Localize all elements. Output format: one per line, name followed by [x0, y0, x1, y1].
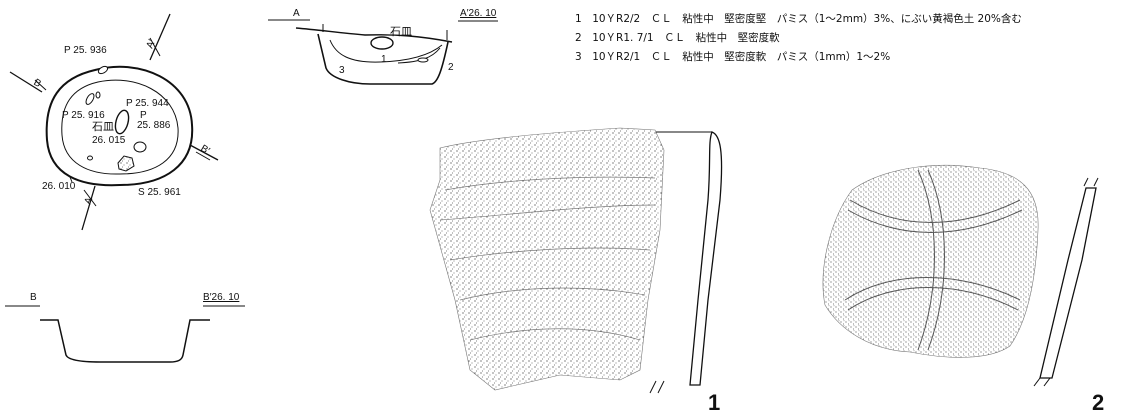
legend-row-2: 2 10ＹR1. 7/1 ＣＬ 粘性中 堅密度軟: [575, 29, 1022, 48]
section-line-aa-bottom: [81, 185, 96, 231]
legend-num-2: 2: [575, 32, 582, 44]
label-s: S 25. 961: [138, 187, 181, 198]
legend-num-3: 3: [575, 51, 582, 63]
mark-a-prime: A′: [145, 38, 158, 50]
legend-row-1: 1 10ＹR2/2 ＣＬ 粘性中 堅密度堅 パミス（1～2mm）3%、にぶい黄褐…: [575, 10, 1022, 29]
legend-text-3: 10ＹR2/1 ＣＬ 粘性中 堅密度軟 パミス（1mm）1～2%: [592, 51, 891, 63]
section-aa: [268, 19, 498, 85]
label-p5: 25. 886: [137, 120, 171, 131]
stone-s: [117, 155, 135, 172]
section-line-aa-top: [149, 13, 171, 61]
artifact-2-profile: [1039, 187, 1097, 379]
soil-legend: 1 10ＹR2/2 ＣＬ 粘性中 堅密度堅 パミス（1～2mm）3%、にぶい黄褐…: [575, 10, 1022, 67]
label-b-prime: B′26. 10: [203, 292, 240, 303]
plan-labels: P 25. 936 P 25. 944 P 25. 916 P 25. 886 …: [32, 38, 212, 206]
label-p1: P 25. 936: [64, 45, 107, 56]
artifact-1-sherd: [429, 127, 723, 394]
label-b: B: [30, 292, 37, 303]
mark-b: B: [32, 77, 44, 90]
pit-outline-inner: [61, 79, 179, 175]
pit-outline-outer: [45, 65, 194, 187]
label-a-prime: A′26. 10: [460, 8, 497, 19]
section-line-bb-right: [189, 144, 219, 161]
label-stone-elev: 26. 015: [92, 135, 126, 146]
label-a: A: [293, 8, 300, 19]
artifact-number-1: 1: [708, 390, 721, 415]
label-stone: 石皿: [92, 120, 114, 133]
artifact-2-sherd: [822, 164, 1099, 387]
legend-num-1: 1: [575, 13, 582, 25]
small-pit-1: [97, 65, 109, 75]
section-line-bb-left: [9, 71, 43, 93]
section-bb: [5, 305, 245, 363]
legend-text-2: 10ＹR1. 7/1 ＣＬ 粘性中 堅密度軟: [592, 32, 780, 44]
label-corner: 26. 010: [42, 181, 76, 192]
small-pit-2: [85, 93, 95, 105]
layer-label-2: 2: [448, 62, 454, 73]
artifact-1-profile: [689, 131, 723, 386]
label-p2: P 25. 944: [126, 98, 169, 109]
stone-plate: [114, 109, 130, 135]
pit-profile-b: [40, 319, 210, 363]
layer-label-3: 3: [339, 65, 345, 76]
legend-row-3: 3 10ＹR2/1 ＣＬ 粘性中 堅密度軟 パミス（1mm）1～2%: [575, 48, 1022, 67]
pit-plan: [9, 13, 219, 231]
artifact-number-2: 2: [1092, 390, 1105, 415]
small-pit-4: [87, 155, 93, 161]
legend-text-1: 10ＹR2/2 ＣＬ 粘性中 堅密度堅 パミス（1～2mm）3%、にぶい黄褐色土…: [592, 13, 1022, 25]
layer-label-1: 1: [381, 54, 387, 65]
section-stone: [370, 36, 394, 50]
pit-profile-a: [317, 33, 449, 85]
label-p4: P: [140, 110, 147, 121]
label-p3: P 25. 916: [62, 110, 105, 121]
section-aa-labels: A A′26. 10 石皿 1 2 3: [293, 8, 497, 76]
section-bb-labels: B B′26. 10: [30, 292, 240, 303]
mark-a: A: [83, 196, 96, 207]
label-section-stone: 石皿: [390, 25, 412, 38]
small-pit-5: [95, 91, 101, 99]
small-pit-3: [133, 141, 147, 153]
ground-line-a: [295, 27, 453, 43]
layer-1: [329, 39, 443, 63]
